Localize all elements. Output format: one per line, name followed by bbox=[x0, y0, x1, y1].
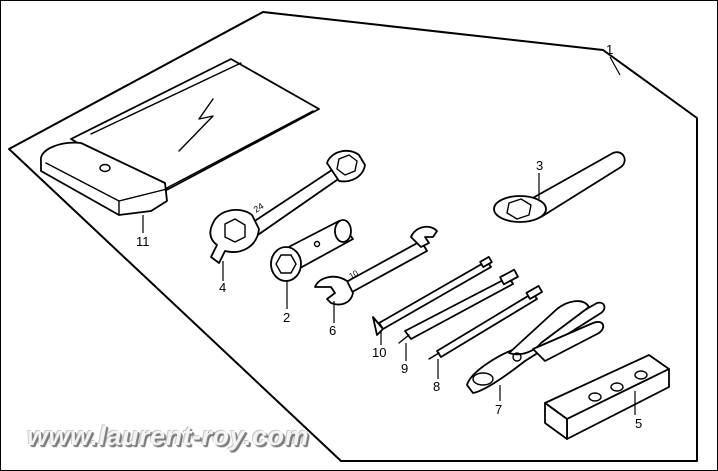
callout-9: 9 bbox=[401, 361, 409, 376]
callout-11: 11 bbox=[136, 234, 150, 249]
svg-text:24: 24 bbox=[252, 201, 266, 215]
combination-wrench-4: 24 bbox=[209, 149, 366, 264]
leader-lines bbox=[142, 56, 636, 415]
callout-3: 3 bbox=[536, 158, 544, 173]
pin-spanner-3 bbox=[493, 151, 626, 223]
callout-5: 5 bbox=[635, 416, 643, 431]
box-spanner-2 bbox=[270, 219, 354, 282]
watermark-text: www.laurent-roy.com bbox=[27, 421, 310, 451]
callout-1: 1 bbox=[606, 42, 614, 57]
callout-8: 8 bbox=[433, 379, 441, 394]
callout-4: 4 bbox=[219, 280, 227, 295]
callout-2: 2 bbox=[283, 310, 291, 325]
screwdriver-9 bbox=[398, 268, 519, 344]
pliers-7 bbox=[466, 300, 606, 394]
callout-10: 10 bbox=[372, 345, 387, 360]
screwdriver-8 bbox=[428, 285, 543, 360]
callout-6: 6 bbox=[329, 323, 337, 338]
socket-wrench-5 bbox=[544, 354, 670, 440]
open-end-wrench-6: 10 bbox=[314, 225, 438, 306]
kit-boundary bbox=[8, 11, 698, 462]
callout-7: 7 bbox=[495, 402, 503, 417]
tool-bag bbox=[40, 58, 320, 216]
screwdriver-handle-10 bbox=[372, 256, 493, 336]
